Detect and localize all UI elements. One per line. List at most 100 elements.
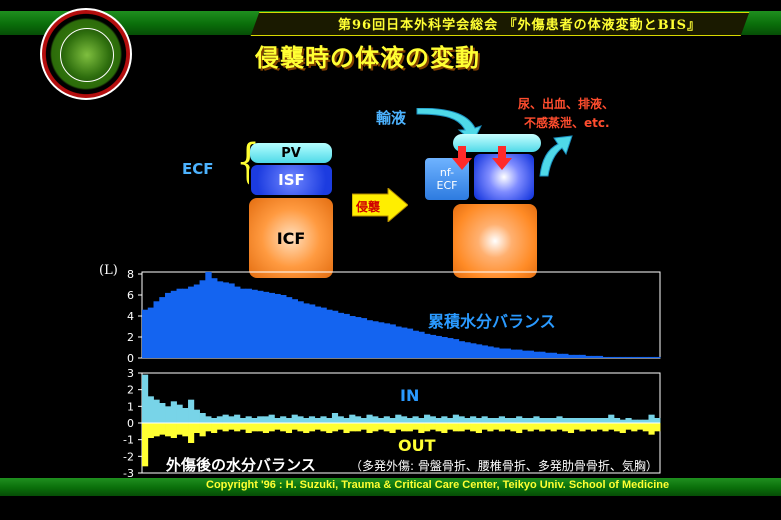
in-bar bbox=[331, 413, 339, 423]
balance-bar bbox=[199, 280, 206, 358]
in-bar bbox=[395, 414, 402, 423]
in-bar bbox=[326, 418, 333, 423]
in-bar bbox=[401, 416, 408, 423]
in-bar bbox=[245, 416, 252, 423]
out-bar bbox=[596, 423, 603, 430]
balance-bar bbox=[527, 350, 534, 358]
inout-y-tick-label: -1 bbox=[123, 434, 134, 447]
in-bar bbox=[648, 414, 655, 423]
out-bar bbox=[343, 423, 350, 433]
balance-bar bbox=[257, 290, 264, 358]
chart-subtitle-note: （多発外傷: 骨盤骨折、腰椎骨折、多発肋骨骨折、気胸） bbox=[350, 459, 658, 473]
in-bar bbox=[539, 418, 546, 423]
out-bar bbox=[331, 423, 339, 432]
in-bar bbox=[579, 418, 586, 423]
balance-bar bbox=[372, 321, 379, 358]
out-series-label: OUT bbox=[398, 436, 436, 455]
in-bar bbox=[510, 418, 517, 423]
in-bar bbox=[424, 414, 431, 423]
balance-bar bbox=[493, 347, 500, 358]
pv-compartment-after bbox=[453, 134, 541, 152]
balance-bar bbox=[602, 356, 609, 358]
out-bar bbox=[366, 423, 373, 433]
in-series-label: IN bbox=[400, 386, 420, 405]
out-bar bbox=[487, 423, 494, 432]
footer-bar bbox=[0, 478, 781, 496]
balance-y-tick-label: 8 bbox=[127, 268, 134, 281]
in-bar bbox=[613, 418, 621, 423]
out-bar bbox=[573, 423, 580, 430]
in-bar bbox=[372, 416, 379, 423]
balance-bar bbox=[377, 322, 385, 358]
balance-bar bbox=[389, 324, 396, 358]
out-bar bbox=[303, 423, 310, 433]
out-bar bbox=[424, 423, 431, 432]
balance-bar bbox=[193, 284, 201, 358]
in-bar bbox=[303, 418, 310, 423]
nf-ecf-label-2: ECF bbox=[436, 179, 458, 192]
in-bar bbox=[631, 419, 638, 423]
in-bar bbox=[153, 399, 160, 423]
in-bar bbox=[170, 401, 177, 423]
out-bar bbox=[193, 423, 200, 433]
balance-bar bbox=[544, 352, 552, 358]
out-bar bbox=[608, 423, 615, 430]
chart-subtitle: 外傷後の水分バランス bbox=[166, 456, 316, 474]
balance-bar bbox=[516, 349, 523, 358]
losses-line-2: 不感蒸泄、etc. bbox=[524, 116, 610, 130]
balance-bar bbox=[562, 353, 569, 358]
out-bar bbox=[354, 423, 362, 432]
outflow-arrow bbox=[539, 135, 573, 177]
balance-bar bbox=[291, 299, 298, 358]
in-bar bbox=[585, 418, 592, 423]
out-bar bbox=[470, 423, 477, 432]
out-bar bbox=[199, 423, 206, 437]
in-bar bbox=[285, 418, 293, 423]
in-bar bbox=[429, 416, 436, 423]
in-bar bbox=[602, 418, 609, 423]
in-bar bbox=[406, 418, 413, 423]
in-bar bbox=[504, 418, 511, 423]
balance-bar bbox=[452, 339, 460, 358]
in-bar bbox=[182, 408, 189, 423]
out-bar bbox=[383, 423, 390, 432]
in-bar bbox=[608, 414, 615, 423]
out-bar bbox=[308, 423, 316, 432]
balance-bar bbox=[613, 356, 621, 358]
balance-bar bbox=[418, 331, 425, 358]
out-bar bbox=[406, 423, 413, 432]
out-bar bbox=[182, 423, 189, 437]
in-bar bbox=[354, 416, 362, 423]
in-bar bbox=[228, 416, 235, 423]
out-bar bbox=[239, 423, 246, 430]
header-title: 第96回日本外科学会総会 『外傷患者の体液変動とBIS』 bbox=[338, 18, 702, 33]
out-bar bbox=[234, 423, 241, 432]
out-bar bbox=[216, 423, 223, 430]
in-bar bbox=[147, 396, 154, 423]
ecf-label: ECF bbox=[182, 160, 214, 178]
balance-bar bbox=[556, 353, 563, 358]
balance-y-tick-label: 0 bbox=[127, 352, 134, 365]
balance-bar bbox=[337, 312, 345, 358]
out-bar bbox=[504, 423, 511, 430]
in-bar bbox=[234, 414, 241, 423]
balance-bar bbox=[573, 354, 581, 358]
in-bar bbox=[389, 418, 396, 423]
isf-compartment: ISF bbox=[249, 163, 334, 197]
out-bar bbox=[516, 423, 523, 433]
in-bar bbox=[257, 416, 264, 423]
in-bar bbox=[193, 409, 200, 423]
in-bar bbox=[343, 418, 350, 423]
in-bar bbox=[596, 418, 603, 423]
balance-bar bbox=[648, 356, 655, 358]
out-bar bbox=[458, 423, 465, 432]
balance-bar bbox=[533, 351, 540, 358]
out-bar bbox=[228, 423, 235, 430]
balance-bar bbox=[539, 351, 546, 358]
in-bar bbox=[314, 418, 321, 423]
balance-bar bbox=[308, 304, 316, 358]
out-bar bbox=[527, 423, 534, 432]
in-bar bbox=[493, 418, 500, 423]
balance-bar bbox=[504, 348, 511, 358]
